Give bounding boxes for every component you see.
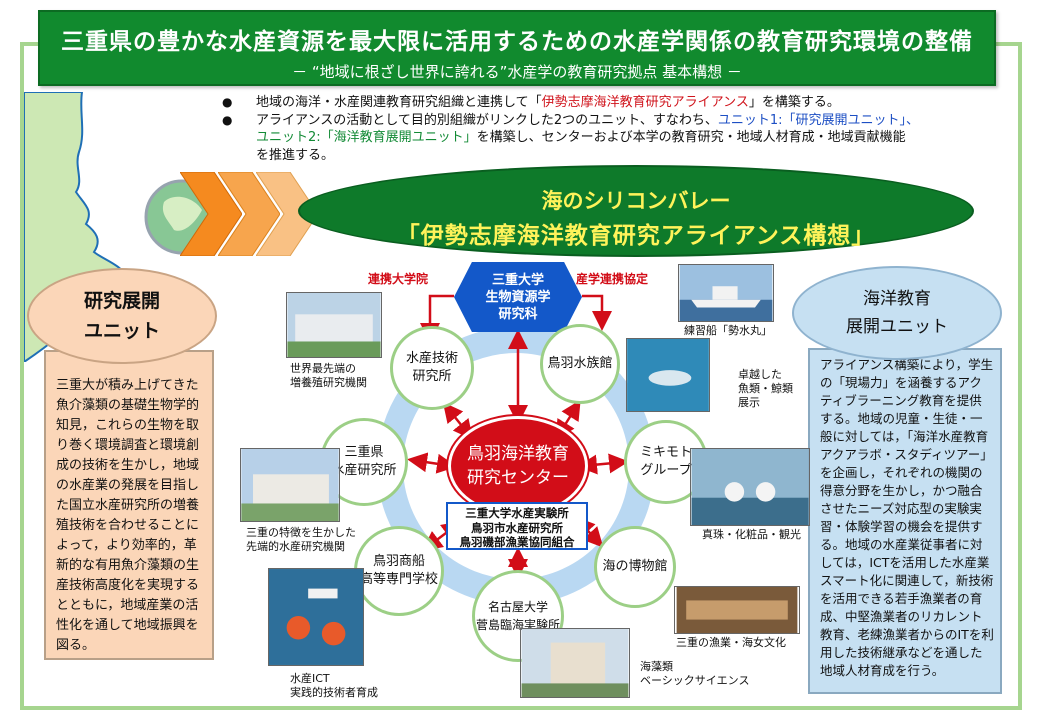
member-item: 鳥羽市水産研究所 (471, 520, 563, 535)
node-sea-museum: 海の博物館 (594, 526, 676, 608)
research-unit-title: 研究展開ユニット (27, 268, 217, 364)
chevron-arrow-icon (180, 172, 242, 256)
unit-title-line: ユニット (83, 320, 160, 342)
bullet-text: 」を構築する。 (748, 95, 840, 110)
hub-mie-university-graduate-school: 三重大学 生物資源学 研究科 (454, 262, 582, 332)
caption-mie-research: 三重の特徴を生かした 先端的水産研究機関 (246, 526, 356, 553)
bullet-text: を構築し、センターおよび本学の教育研究・地域人材育成・地域貢献機能 (476, 130, 906, 145)
node-toba-aquarium: 鳥羽水族館 (540, 324, 620, 404)
education-unit-title: 海洋教育展開ユニット (792, 266, 1002, 360)
chevron-arrow-icon (256, 172, 318, 256)
alliance-highlight: 伊勢志摩海洋教育研究アライアンス (541, 95, 749, 110)
caption-aquarium: 卓越した 魚類・鯨類 展示 (738, 368, 793, 409)
bullet-text: 地域の海洋・水産関連教育研究組織と連携して「 (256, 95, 542, 110)
training-ship-photo (678, 264, 774, 322)
caption-museum: 三重の漁業・海女文化 (676, 636, 786, 649)
vision-line1: 海のシリコンバレー (541, 189, 731, 213)
mie-research-photo (240, 448, 340, 522)
caption-mikimoto: 真珠・化粧品・観光 (702, 528, 801, 541)
center-members-box: 三重大学水産実験所 鳥羽市水産研究所 鳥羽磯部漁業協同組合 (446, 502, 588, 550)
node-fisheries-tech-institute: 水産技術 研究所 (390, 326, 474, 410)
unit-title-line: 展開ユニット (846, 317, 948, 337)
title-banner: 三重県の豊かな水産資源を最大限に活用するための水産学関係の教育研究環境の整備 －… (38, 10, 996, 86)
education-unit-description: アライアンス構築により，学生の「現場力」を涵養するアクティブラーニング教育を提供… (808, 348, 1002, 694)
museum-photo (674, 586, 800, 634)
aquarium-photo (626, 338, 710, 412)
unit1-highlight: ユニット1:「研究展開ユニット」、 (717, 112, 919, 128)
vision-ellipse: 海のシリコンバレー 「伊勢志摩海洋教育研究アライアンス構想」 (298, 165, 974, 257)
link-label-industry: 産学連携協定 (576, 272, 649, 286)
page-subtitle: － “地域に根ざし世界に誇れる”水産学の教育研究拠点 基本構想 － (292, 63, 742, 81)
node-nagoya-sugashima-lab: 名古屋大学 菅島臨海実験所 (472, 570, 564, 662)
node-toba-maritime-college: 鳥羽商船 高等専門学校 (354, 526, 444, 616)
maritime-college-photo (268, 568, 364, 666)
research-unit-description: 三重大が積み上げてきた魚介藻類の基礎生物学的知見，これらの生物を取り巻く環境調査… (44, 350, 214, 660)
bullet-item: 地域の海洋・水産関連教育研究組織と連携して「伊勢志摩海洋教育研究アライアンス」を… (222, 94, 1002, 112)
toba-center-node: 鳥羽海洋教育 研究センター (448, 416, 588, 516)
alliance-diagram: 三重大学 生物資源学 研究科 連携大学院 産学連携協定 鳥羽海洋教育 研究センタ… (222, 258, 782, 708)
mikimoto-photo (690, 448, 810, 526)
sugashima-lab-photo (520, 628, 630, 698)
link-label-graduate: 連携大学院 (368, 272, 429, 286)
caption-fisheries-institute: 世界最先端の 増養殖研究機関 (290, 362, 367, 389)
unit2-highlight: ユニット2:「海洋教育展開ユニット」 (256, 130, 477, 145)
caption-training-ship: 練習船「勢水丸」 (684, 324, 772, 337)
chevron-arrow-icon (218, 172, 280, 256)
caption-maritime-college: 水産ICT 実践的技術者育成 (290, 672, 378, 699)
unit-title-line: 海洋教育 (863, 289, 931, 309)
member-item: 鳥羽磯部漁業協同組合 (459, 535, 575, 549)
vision-line2: 「伊勢志摩海洋教育研究アライアンス構想」 (396, 223, 876, 249)
caption-sugashima-lab: 海藻類 ベーシックサイエンス (640, 660, 750, 687)
unit-title-line: 研究展開 (83, 290, 160, 312)
bullet-item: アライアンスの活動として目的別組織がリンクした2つのユニット、すなわち、ユニット… (222, 112, 1002, 165)
bullet-text: を推進する。 (256, 147, 335, 163)
summary-bullets: 地域の海洋・水産関連教育研究組織と連携して「伊勢志摩海洋教育研究アライアンス」を… (222, 94, 1002, 164)
bullet-text: アライアンスの活動として目的別組織がリンクした2つのユニット、すなわち、 (256, 112, 718, 128)
member-item: 三重大学水産実験所 (465, 506, 569, 520)
fisheries-institute-photo (286, 292, 382, 358)
page-title: 三重県の豊かな水産資源を最大限に活用するための水産学関係の教育研究環境の整備 (61, 29, 973, 55)
